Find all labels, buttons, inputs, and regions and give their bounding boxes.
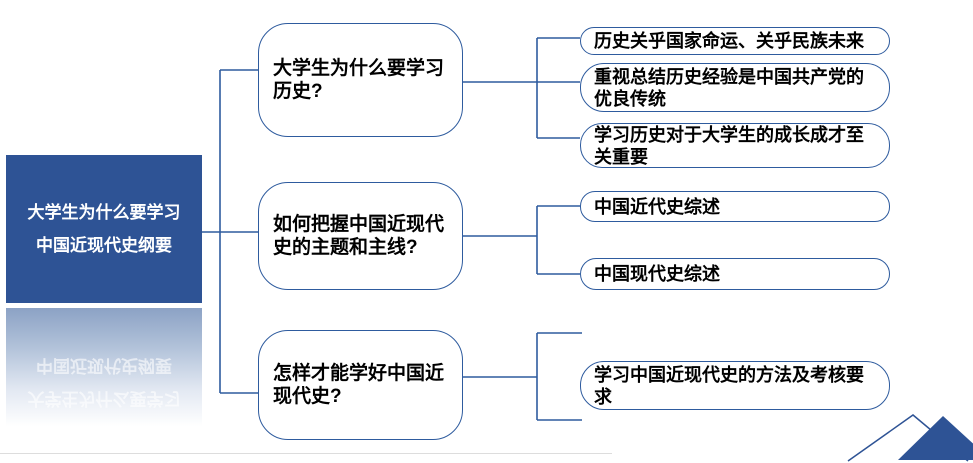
question2-line2: 史的主题和主线? (273, 237, 418, 258)
slide-edge-line (0, 453, 612, 454)
answer31-line1: 学习中国近现代史的方法及考核要 (594, 364, 864, 385)
question3-line1: 怎样才能学好中国近 (273, 363, 445, 384)
corner-triangle-filled (898, 416, 973, 460)
answer22-line1: 中国现代史综述 (594, 264, 720, 284)
answer12-line1: 重视总结历史经验是中国共产党的 (594, 66, 864, 87)
answer13-line2: 关重要 (594, 146, 648, 167)
root-topic-box: 大学生为什么要学习 中国近现代史纲要 (6, 155, 202, 303)
answer-box-party-tradition: 重视总结历史经验是中国共产党的 优良传统 (580, 63, 890, 112)
question3-line2: 现代史? (273, 386, 342, 407)
root-topic-reflection-text: 大学生为什么要学习 中国近现代史纲要 (6, 308, 202, 456)
answer-box-modern-history-overview: 中国近代史综述 (580, 191, 890, 222)
question1-line2: 历史? (273, 81, 323, 102)
root-topic-reflection: 大学生为什么要学习 中国近现代史纲要 (6, 308, 202, 456)
root-topic-line1: 大学生为什么要学习 (27, 203, 181, 222)
answer21-line1: 中国近代史综述 (594, 196, 720, 217)
root-topic-line2: 中国近现代史纲要 (36, 236, 172, 255)
answer-box-contemporary-history-overview: 中国现代史综述 (580, 258, 890, 290)
reflection-line2: 中国近现代史纲要 (36, 356, 172, 375)
answer11-line1: 历史关乎国家命运、关乎民族未来 (594, 31, 864, 51)
answer13-line1: 学习历史对于大学生的成长成才至 (594, 124, 864, 145)
reflection-line1: 大学生为什么要学习 (27, 389, 181, 408)
answer12-line2: 优良传统 (594, 88, 666, 109)
question-box-how-to-learn: 怎样才能学好中国近 现代史? (258, 330, 463, 440)
question-box-theme-mainline: 如何把握中国近现代 史的主题和主线? (258, 182, 463, 290)
answer-box-student-growth: 学习历史对于大学生的成长成才至 关重要 (580, 123, 890, 168)
question-box-why-study-history: 大学生为什么要学习 历史? (258, 23, 463, 137)
answer31-line2: 求 (594, 386, 612, 407)
answer-box-methods-assessment: 学习中国近现代史的方法及考核要 求 (580, 361, 890, 410)
answer-box-national-destiny: 历史关乎国家命运、关乎民族未来 (580, 27, 890, 55)
question1-line1: 大学生为什么要学习 (273, 58, 445, 79)
question2-line1: 如何把握中国近现代 (273, 214, 445, 235)
